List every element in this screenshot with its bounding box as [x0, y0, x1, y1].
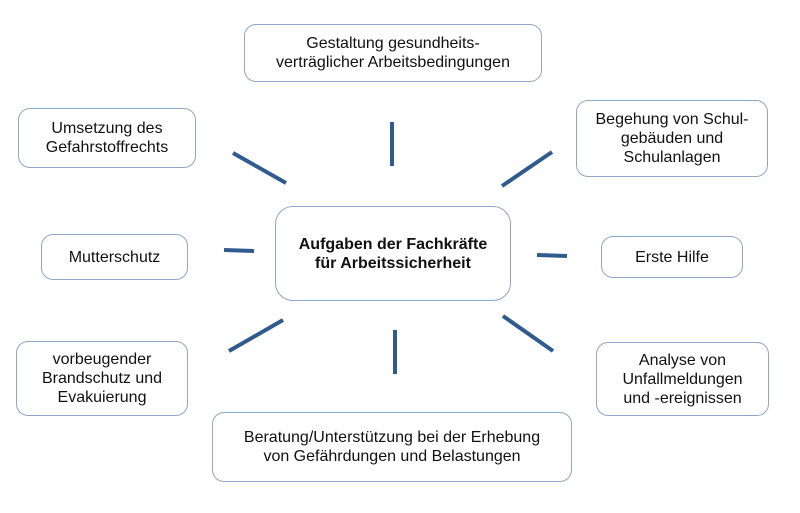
topic-unfallanalyse: Analyse von Unfallmeldungen und -ereigni…: [596, 342, 769, 416]
connector-unfallanalyse: [501, 314, 555, 353]
topic-brandschutz: vorbeugender Brandschutz und Evakuierung: [16, 341, 188, 416]
connector-begehung: [500, 150, 554, 188]
topic-gefahrstoffrecht: Umsetzung des Gefahrstoffrechts: [18, 108, 196, 168]
topic-begehung: Begehung von Schul- gebäuden und Schulan…: [576, 100, 768, 177]
topic-erste-hilfe: Erste Hilfe: [601, 236, 743, 278]
topic-arbeitsbedingungen: Gestaltung gesundheits- verträglicher Ar…: [244, 24, 542, 82]
connector-gefahrstoffrecht: [232, 151, 287, 185]
topic-beratung: Beratung/Unterstützung bei der Erhebung …: [212, 412, 572, 482]
topic-mutterschutz: Mutterschutz: [41, 234, 188, 280]
connector-erste-hilfe: [536, 253, 568, 258]
central-topic-box: Aufgaben der Fachkräfte für Arbeitssiche…: [275, 206, 511, 301]
connector-mutterschutz: [223, 248, 255, 253]
connector-brandschutz: [228, 318, 284, 353]
